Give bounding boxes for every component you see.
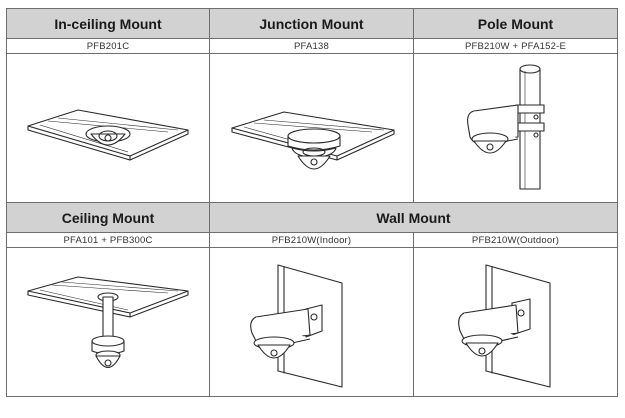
junction-mount-illustration bbox=[230, 111, 395, 170]
cell-ceiling-mount-image bbox=[6, 247, 210, 397]
model-row-1: PFB201C PFA138 PFB210W + PFA152-E bbox=[6, 38, 618, 54]
model-pole-mount: PFB210W + PFA152-E bbox=[413, 38, 618, 54]
pole-mount-illustration bbox=[466, 64, 545, 190]
header-pole-mount: Pole Mount bbox=[413, 8, 618, 39]
cell-junction-mount-image bbox=[209, 53, 414, 203]
image-row-2 bbox=[6, 247, 618, 397]
model-row-2: PFA101 + PFB300C PFB210W(Indoor) PFB210W… bbox=[6, 232, 618, 248]
header-wall-mount: Wall Mount bbox=[209, 202, 618, 233]
cell-in-ceiling-mount-image bbox=[6, 53, 210, 203]
model-wall-mount-outdoor: PFB210W(Outdoor) bbox=[413, 232, 618, 248]
header-junction-mount: Junction Mount bbox=[209, 8, 414, 39]
header-row-2: Ceiling Mount Wall Mount bbox=[6, 202, 618, 233]
image-row-1 bbox=[6, 53, 618, 203]
model-ceiling-mount: PFA101 + PFB300C bbox=[6, 232, 210, 248]
mount-options-table: In-ceiling Mount Junction Mount Pole Mou… bbox=[6, 8, 618, 397]
header-ceiling-mount: Ceiling Mount bbox=[6, 202, 210, 233]
model-junction-mount: PFA138 bbox=[209, 38, 414, 54]
mount-options-sheet: In-ceiling Mount Junction Mount Pole Mou… bbox=[6, 8, 618, 408]
wall-mount-outdoor-illustration bbox=[457, 264, 551, 388]
model-wall-mount-indoor: PFB210W(Indoor) bbox=[209, 232, 414, 248]
cell-wall-mount-indoor-image bbox=[209, 247, 414, 397]
cell-pole-mount-image bbox=[413, 53, 618, 203]
ceiling-mount-illustration bbox=[27, 276, 189, 369]
header-row-1: In-ceiling Mount Junction Mount Pole Mou… bbox=[6, 8, 618, 39]
wall-mount-indoor-illustration bbox=[249, 264, 343, 388]
model-in-ceiling-mount: PFB201C bbox=[6, 38, 210, 54]
in-ceiling-mount-illustration bbox=[27, 109, 189, 161]
header-in-ceiling-mount: In-ceiling Mount bbox=[6, 8, 210, 39]
cell-wall-mount-outdoor-image bbox=[413, 247, 618, 397]
